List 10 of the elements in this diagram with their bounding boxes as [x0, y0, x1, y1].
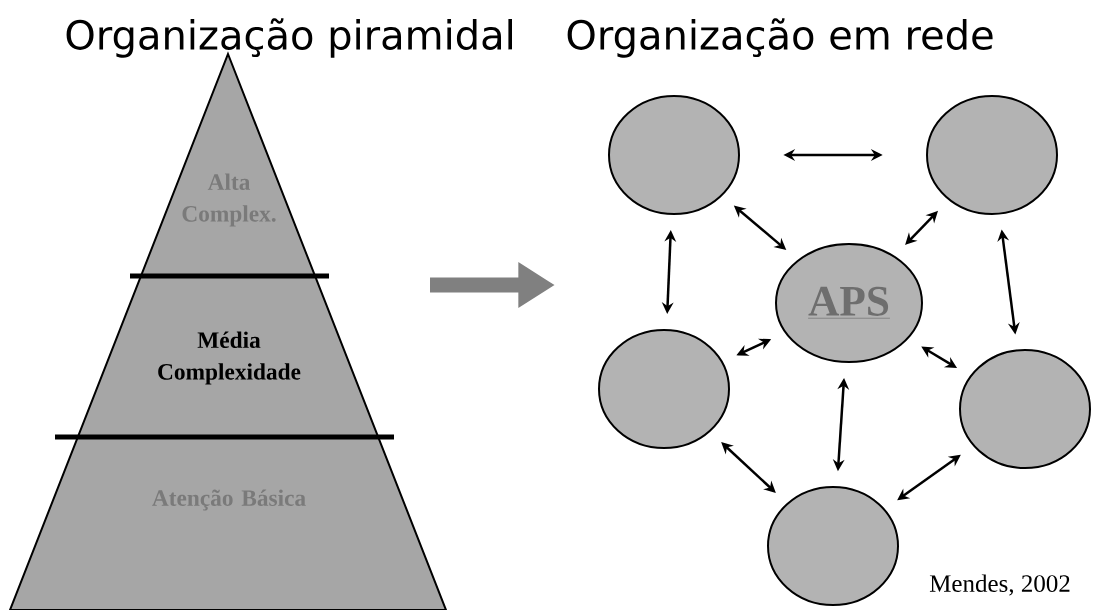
circle: [926, 95, 1058, 215]
circle: [608, 95, 740, 215]
circle: [767, 486, 899, 606]
circle: [598, 329, 730, 449]
heading: Organização em rede: [567, 18, 993, 58]
tier-label: Média Complexidade: [158, 331, 301, 385]
circle: [959, 349, 1091, 469]
heading: Organização piramidal: [66, 18, 512, 58]
source-note: Mendes, 2002: [929, 574, 1070, 596]
arrow: [721, 442, 776, 493]
